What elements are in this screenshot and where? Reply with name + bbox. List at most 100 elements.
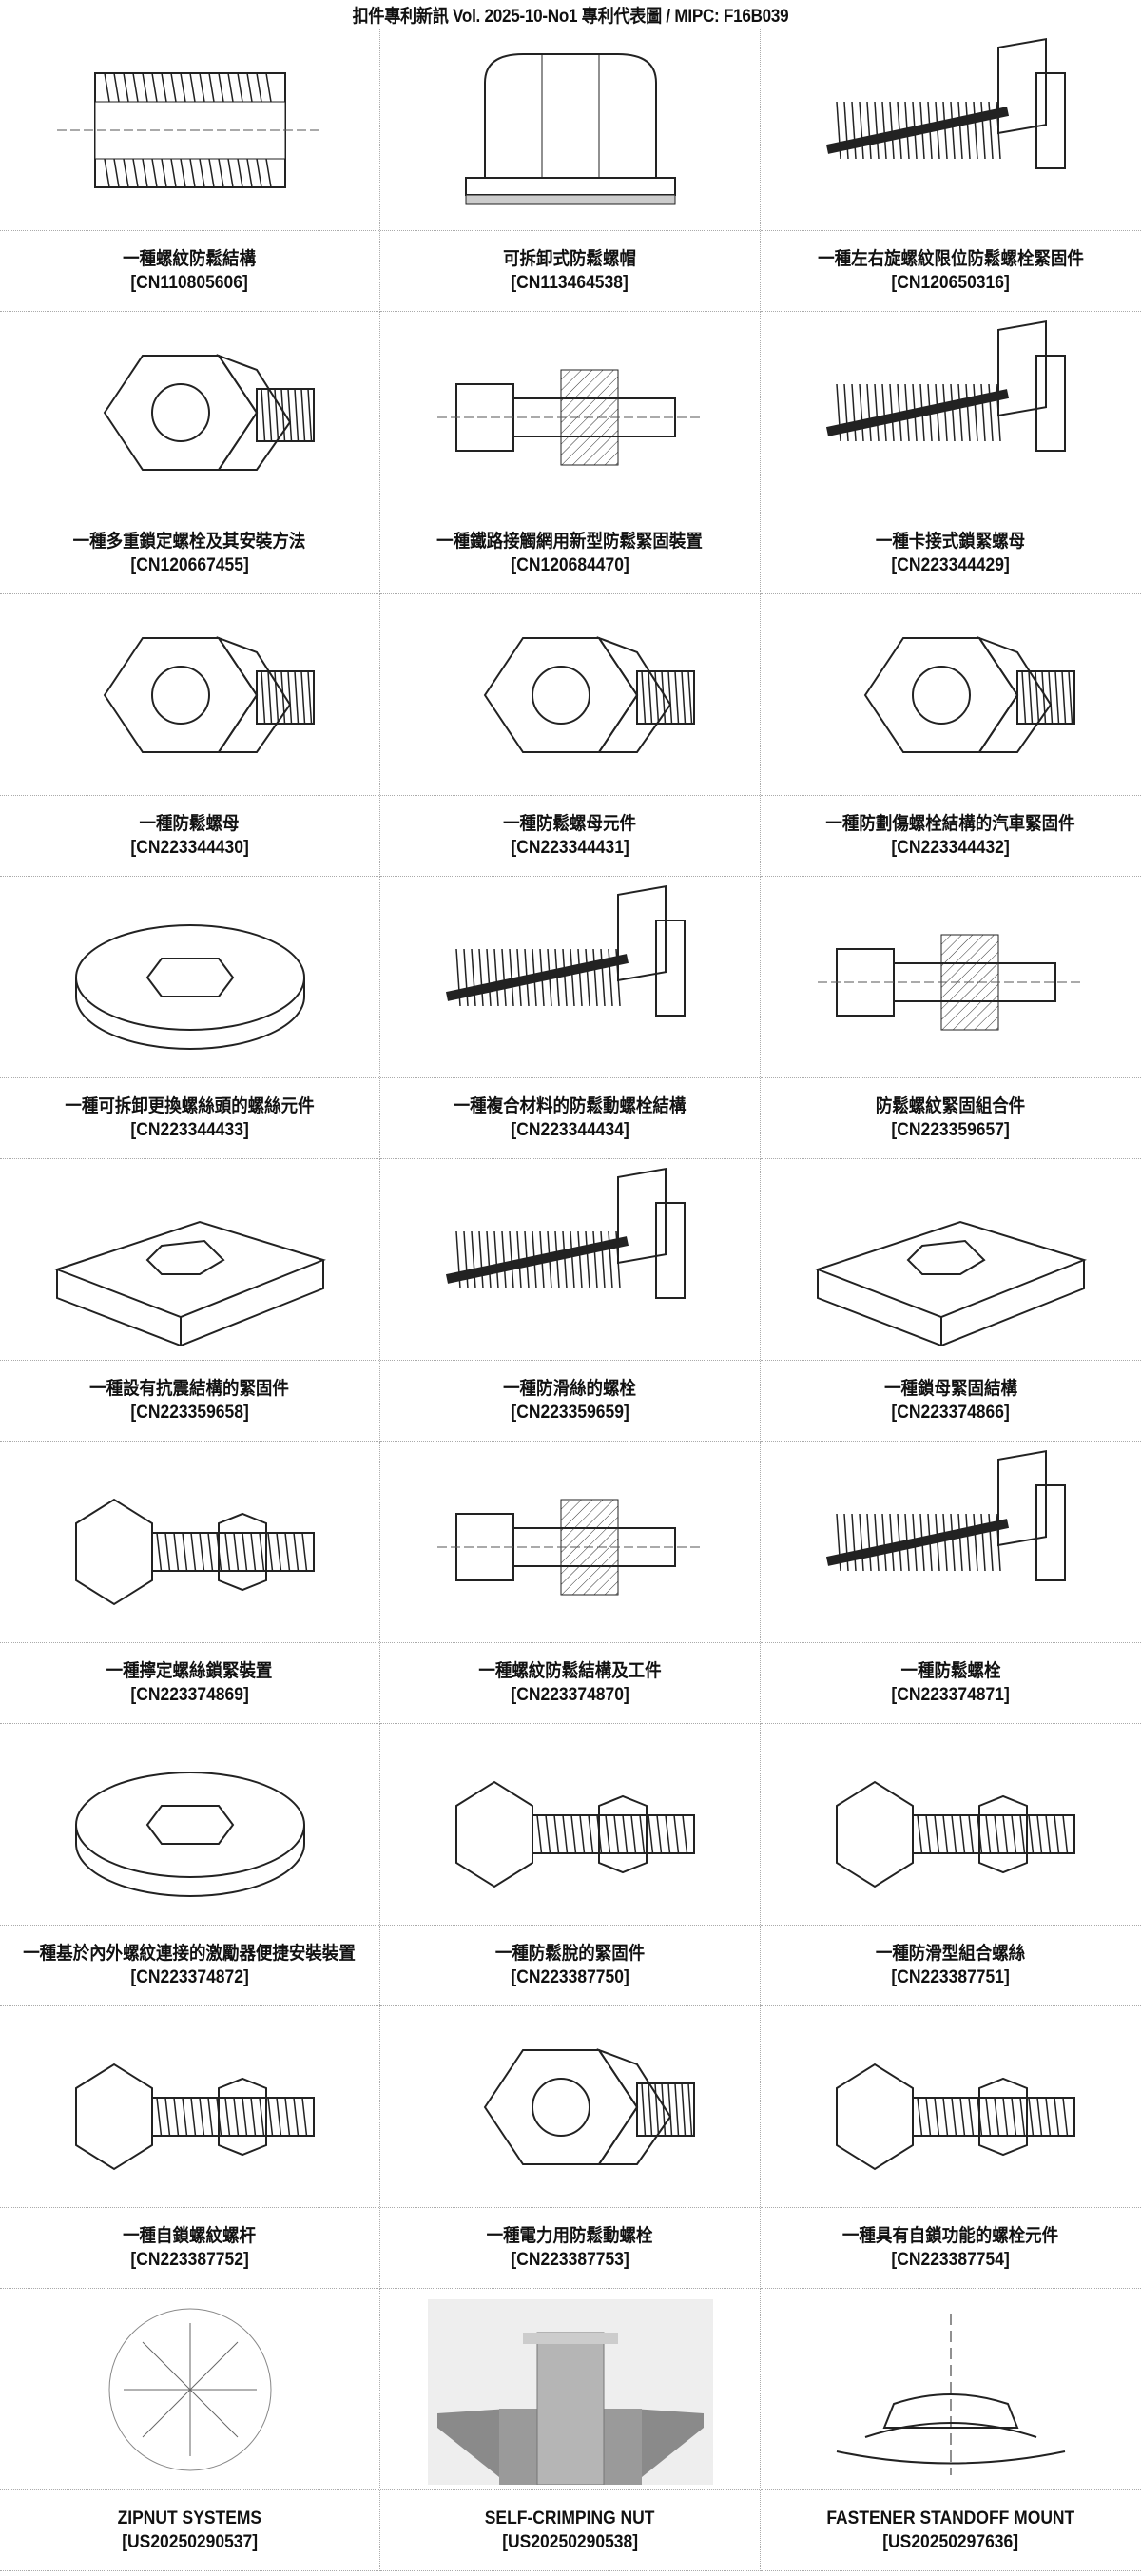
patent-caption: 一種基於內外螺紋連接的激勵器便捷安裝裝置 [CN223374872]: [0, 1926, 379, 2005]
patent-caption: 一種左右旋螺紋限位防鬆螺栓緊固件[CN120650316]: [761, 231, 1141, 311]
patent-caption: 一種自鎖螺紋螺杆 [CN223387752]: [0, 2208, 379, 2288]
section-drawing-icon: [56, 71, 323, 188]
patent-card: 一種多重鎖定螺栓及其安裝方法 [CN120667455]: [0, 312, 380, 594]
patent-title: 一種防鬆脫的緊固件: [494, 1944, 646, 1964]
patent-title: 一種防滑絲的螺栓: [503, 1379, 637, 1399]
hex-bolt-drawing-icon: [74, 1498, 315, 1605]
patent-drawing: [380, 2006, 760, 2208]
bolt-section-drawing-icon: [818, 934, 1084, 1030]
page-title: 扣件專利新訊 Vol. 2025-10-No1 專利代表圖 / MIPC: F1…: [352, 6, 789, 27]
bolt-section-drawing-icon: [436, 369, 704, 465]
patent-card: 一種電力用防鬆動螺栓[CN223387753]: [380, 2006, 761, 2289]
patent-drawing: [761, 1442, 1141, 1643]
patent-number: [CN223374870]: [511, 1685, 629, 1705]
patent-title: 一種螺紋防鬆結構: [123, 249, 257, 269]
patent-card: 一種具有自鎖功能的螺栓元件 [CN223387754]: [761, 2006, 1141, 2289]
patent-number: [CN110805606]: [130, 273, 249, 293]
patent-drawing: [0, 877, 379, 1078]
patent-drawing: [380, 1159, 760, 1361]
patent-number: [CN223387754]: [891, 2250, 1011, 2270]
patent-drawing: [0, 1442, 379, 1643]
patent-drawing: [761, 29, 1141, 231]
patent-card: 一種防劃傷螺栓結構的汽車緊固件 [CN223344432]: [761, 594, 1141, 877]
patent-number: [CN223344433]: [130, 1120, 249, 1140]
patent-number: [CN223374866]: [891, 1403, 1011, 1423]
patent-title: 一種自鎖螺紋螺杆: [123, 2226, 257, 2246]
patent-card: 一種防鬆脫的緊固件 [CN223387750]: [380, 1724, 761, 2006]
patent-drawing: [380, 2289, 760, 2490]
patent-caption: 一種防鬆螺母元件[CN223344431]: [380, 796, 760, 876]
hex-bolt-drawing-icon: [74, 2063, 315, 2170]
patent-caption: 一種具有自鎖功能的螺栓元件 [CN223387754]: [761, 2208, 1141, 2288]
patent-number: [CN223374872]: [130, 1967, 249, 1987]
patent-caption: 一種防滑絲的螺栓[CN223359659]: [380, 1361, 760, 1441]
patent-title: 一種左右旋螺紋限位防鬆螺栓緊固件: [818, 249, 1084, 269]
patent-drawing: [761, 1724, 1141, 1926]
washer-drawing-icon: [74, 923, 305, 1050]
patent-caption: 一種多重鎖定螺栓及其安裝方法 [CN120667455]: [0, 513, 379, 593]
radial-drawing-icon: [108, 2308, 271, 2470]
patent-card: 防鬆螺紋緊固組合件 [CN223359657]: [761, 877, 1141, 1159]
patent-number: [CN120684470]: [511, 555, 629, 575]
patent-title: 一種可拆卸更換螺絲頭的螺絲元件: [65, 1096, 315, 1116]
patent-title: SELF-CRIMPING NUT: [485, 2508, 655, 2528]
patent-card: FASTENER STANDOFF MOUNT[US20250297636]: [761, 2289, 1141, 2571]
patent-number: [CN120667455]: [130, 555, 249, 575]
patent-drawing: [761, 312, 1141, 513]
patent-number: [CN223359657]: [891, 1120, 1011, 1140]
nut-3d-drawing-icon: [483, 2047, 695, 2165]
patent-title: 一種鐵路接觸網用新型防鬆緊固裝置: [436, 532, 704, 552]
patent-number: [CN223359658]: [130, 1403, 249, 1423]
patent-card: 一種可拆卸更換螺絲頭的螺絲元件 [CN223344433]: [0, 877, 380, 1159]
patent-caption: ZIPNUT SYSTEMS[US20250290537]: [0, 2490, 379, 2570]
patent-card: ZIPNUT SYSTEMS[US20250290537]: [0, 2289, 380, 2571]
hex-bolt-drawing-icon: [836, 1780, 1075, 1888]
page-header: 扣件專利新訊 Vol. 2025-10-No1 專利代表圖 / MIPC: F1…: [57, 0, 1084, 29]
patent-caption: 一種防滑型組合螺絲[CN223387751]: [761, 1926, 1141, 2005]
patent-title: 一種多重鎖定螺栓及其安裝方法: [73, 532, 306, 552]
patent-drawing: [0, 29, 379, 231]
patent-title: 一種防滑型組合螺絲: [876, 1944, 1026, 1964]
patent-title: 一種具有自鎖功能的螺栓元件: [842, 2226, 1059, 2246]
patent-card: 一種設有抗震結構的緊固件[CN223359658]: [0, 1159, 380, 1442]
patent-number: [CN223387750]: [511, 1967, 629, 1987]
nut-3d-drawing-icon: [103, 353, 315, 471]
patent-number: [US20250290538]: [502, 2532, 638, 2552]
patent-title: 可拆卸式防鬆螺帽: [503, 249, 637, 269]
patent-title: 一種基於內外螺紋連接的激勵器便捷安裝裝置: [23, 1944, 357, 1964]
patent-caption: 一種複合材料的防鬆動螺栓結構[CN223344434]: [380, 1078, 760, 1158]
patent-drawing: [0, 1724, 379, 1926]
patent-caption: 一種擰定螺絲鎖緊裝置[CN223374869]: [0, 1643, 379, 1723]
patent-drawing: [380, 29, 760, 231]
nut-3d-drawing-icon: [863, 635, 1075, 753]
patent-drawing: [380, 594, 760, 796]
patent-number: [CN223387752]: [130, 2250, 249, 2270]
threaded-rod-drawing-icon: [445, 1167, 686, 1299]
patent-number: [CN223344429]: [891, 555, 1011, 575]
patent-caption: SELF-CRIMPING NUT [US20250290538]: [380, 2490, 760, 2570]
patent-card: 一種防鬆螺母 [CN223344430]: [0, 594, 380, 877]
patent-caption: 一種防鬆螺栓[CN223374871]: [761, 1643, 1141, 1723]
patent-title: 一種防鬆螺母元件: [503, 814, 637, 834]
patent-title: 一種防鬆螺母: [140, 814, 240, 834]
patent-drawing: [761, 1159, 1141, 1361]
patent-drawing: [0, 1159, 379, 1361]
patent-title: 一種電力用防鬆動螺栓: [487, 2226, 653, 2246]
patent-drawing: [0, 594, 379, 796]
patent-title: 一種防鬆螺栓: [900, 1661, 1001, 1681]
hex-bolt-drawing-icon: [836, 2063, 1075, 2170]
cap-nut-drawing-icon: [464, 52, 676, 204]
patent-number: [CN223344432]: [891, 838, 1011, 858]
patent-card: 一種防鬆螺母元件[CN223344431]: [380, 594, 761, 877]
patent-caption: 一種鎖母緊固結構[CN223374866]: [761, 1361, 1141, 1441]
hex-bolt-drawing-icon: [454, 1780, 695, 1888]
plate-drawing-icon: [815, 1220, 1088, 1346]
patent-caption: 可拆卸式防鬆螺帽[CN113464538]: [380, 231, 760, 311]
patent-number: [US20250297636]: [882, 2532, 1019, 2552]
patent-number: [CN223344430]: [130, 838, 249, 858]
patent-title: 防鬆螺紋緊固組合件: [876, 1096, 1026, 1116]
patent-title: 一種防劃傷螺栓結構的汽車緊固件: [825, 814, 1076, 834]
patent-drawing: [0, 312, 379, 513]
patent-title: ZIPNUT SYSTEMS: [117, 2508, 262, 2528]
patent-caption: 一種防鬆螺母 [CN223344430]: [0, 796, 379, 876]
